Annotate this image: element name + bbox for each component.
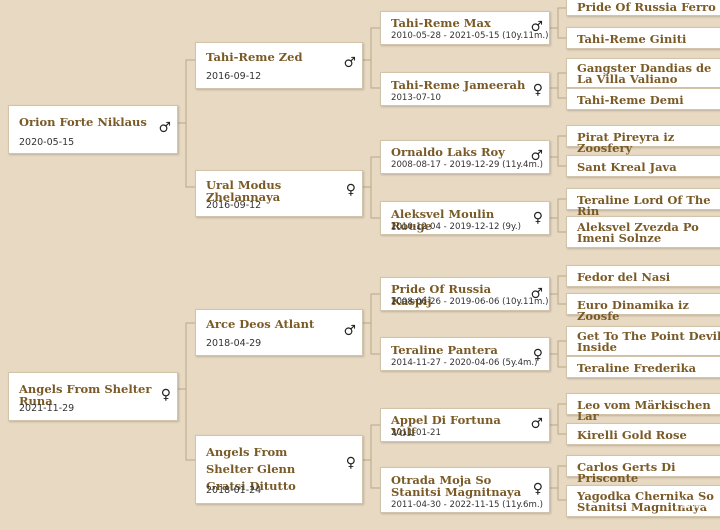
female-icon: ♀: [160, 387, 171, 403]
dog-name: Orion Forte Niklaus: [19, 115, 147, 129]
pedigree-card-ancestor[interactable]: Leo vom Märkischen Lar: [566, 393, 720, 422]
dog-dates: 2020-05-15: [19, 137, 75, 148]
pedigree-card-grandparent[interactable]: Angels From Shelter Glenn Gratsi Ditutto…: [195, 435, 363, 504]
dog-dates: 2016-09-12: [206, 71, 262, 82]
male-icon: ♂: [530, 148, 543, 164]
female-icon: ♀: [532, 347, 543, 363]
female-icon: ♀: [345, 182, 356, 198]
pedigree-card-great-grandparent[interactable]: Pride Of Russia Kaspij 2008-06-26 - 2019…: [380, 277, 550, 311]
female-icon: ♀: [532, 210, 543, 226]
dog-name: Tahi-Reme Max: [391, 16, 491, 30]
dog-dates: 2011-04-30 - 2022-11-15 (11y.6m.): [391, 500, 543, 510]
dog-name: Appel Di Fortuna Volf: [391, 413, 501, 439]
dog-name: Carlos Gerts Di Prisconte: [577, 460, 676, 485]
dog-name: Yagodka Chernika So Stanitsi Magnitnaya: [577, 489, 714, 514]
female-icon: ♀: [532, 82, 543, 98]
pedigree-card-ancestor[interactable]: Pride Of Russia Ferro: [566, 0, 720, 16]
pedigree-card-ancestor[interactable]: Euro Dinamika iz Zoosfe: [566, 293, 720, 322]
pedigree-card-ancestor[interactable]: Teraline Lord Of The Rin: [566, 188, 720, 217]
pedigree-card-ancestor[interactable]: Gangster Dandias de La Villa Valiano: [566, 58, 720, 88]
male-icon: ♂: [343, 55, 356, 71]
pedigree-card-sire[interactable]: Orion Forte Niklaus 2020-05-15 ♂: [8, 105, 178, 154]
pedigree-card-ancestor[interactable]: Pirat Pireyra iz Zoosfery: [566, 125, 720, 154]
male-icon: ♂: [530, 416, 543, 432]
watermark-logo: Avito: [674, 494, 713, 512]
dog-name: Angels From Shelter Glenn Gratsi Ditutto: [206, 445, 296, 493]
pedigree-card-ancestor[interactable]: Carlos Gerts Di Prisconte: [566, 455, 720, 484]
pedigree-card-ancestor[interactable]: Sant Kreal Java: [566, 155, 720, 177]
dog-name: Get To The Point Devil Inside: [577, 329, 720, 354]
dog-dates: 2018-01-24: [206, 485, 262, 496]
pedigree-card-dam[interactable]: Angels From Shelter Runa 2021-11-29 ♀: [8, 372, 178, 421]
dog-dates: 2018-04-29: [206, 338, 262, 349]
pedigree-card-great-grandparent[interactable]: Aleksvel Moulin Rouge 2010-12-04 - 2019-…: [380, 201, 550, 235]
pedigree-card-ancestor[interactable]: Kirelli Gold Rose: [566, 423, 720, 445]
dog-name: Euro Dinamika iz Zoosfe: [577, 298, 689, 323]
dog-name: Tahi-Reme Zed: [206, 50, 303, 64]
female-icon: ♀: [532, 481, 543, 497]
dog-dates: 2008-08-17 - 2019-12-29 (11y.4m.): [391, 160, 543, 170]
pedigree-card-ancestor[interactable]: Teraline Frederika: [566, 356, 720, 378]
dog-name: Tahi-Reme Jameerah: [391, 78, 526, 92]
dog-name: Pirat Pireyra iz Zoosfery: [577, 130, 675, 155]
male-icon: ♂: [530, 286, 543, 302]
dog-name: Arce Deos Atlant: [206, 317, 315, 331]
dog-name: Aleksvel Moulin Rouge: [391, 207, 495, 233]
pedigree-card-grandparent[interactable]: Tahi-Reme Zed 2016-09-12 ♂: [195, 42, 363, 89]
dog-dates: 2008-06-26 - 2019-06-06 (10y.11m.): [391, 297, 549, 307]
dog-name: Leo vom Märkischen Lar: [577, 398, 711, 423]
pedigree-card-ancestor[interactable]: Tahi-Reme Giniti: [566, 27, 720, 49]
pedigree-card-great-grandparent[interactable]: Appel Di Fortuna Volf 2011-01-21 ♂: [380, 408, 550, 442]
pedigree-card-ancestor[interactable]: Tahi-Reme Demi: [566, 88, 720, 110]
pedigree-card-great-grandparent[interactable]: Tahi-Reme Max 2010-05-28 - 2021-05-15 (1…: [380, 11, 550, 45]
dog-name: Ural Modus Zhelannaya: [206, 178, 282, 204]
dog-dates: 2014-11-27 - 2020-04-06 (5y.4m.): [391, 358, 538, 368]
pedigree-card-great-grandparent[interactable]: Ornaldo Laks Roy 2008-08-17 - 2019-12-29…: [380, 140, 550, 174]
female-icon: ♀: [345, 455, 356, 471]
dog-name: Teraline Frederika: [577, 361, 697, 375]
pedigree-card-ancestor[interactable]: Yagodka Chernika So Stanitsi Magnitnaya: [566, 485, 720, 517]
dog-name: Otrada Moja So Stanitsi Magnitnaya: [391, 473, 522, 499]
dog-name: Kirelli Gold Rose: [577, 428, 687, 442]
pedigree-card-great-grandparent[interactable]: Tahi-Reme Jameerah 2013-07-10 ♀: [380, 72, 550, 106]
dog-name: Pride Of Russia Kaspij: [391, 282, 492, 308]
dog-dates: 2011-01-21: [391, 428, 441, 438]
pedigree-card-grandparent[interactable]: Arce Deos Atlant 2018-04-29 ♂: [195, 309, 363, 356]
dog-name: Gangster Dandias de La Villa Valiano: [577, 61, 712, 86]
dog-name: Fedor del Nasi: [577, 270, 671, 284]
pedigree-card-ancestor[interactable]: Aleksvel Zvezda Po Imeni Solnze: [566, 216, 720, 248]
pedigree-card-grandparent[interactable]: Ural Modus Zhelannaya 2016-09-12 ♀: [195, 170, 363, 217]
pedigree-card-great-grandparent[interactable]: Teraline Pantera 2014-11-27 - 2020-04-06…: [380, 337, 550, 371]
pedigree-card-great-grandparent[interactable]: Otrada Moja So Stanitsi Magnitnaya 2011-…: [380, 467, 550, 513]
dog-dates: 2013-07-10: [391, 93, 441, 103]
dog-name: Tahi-Reme Giniti: [577, 32, 687, 46]
male-icon: ♂: [530, 19, 543, 35]
dog-dates: 2010-12-04 - 2019-12-12 (9y.): [391, 222, 521, 232]
dog-dates: 2016-09-12: [206, 200, 262, 211]
pedigree-card-ancestor[interactable]: Fedor del Nasi: [566, 265, 720, 287]
dog-name: Pride Of Russia Ferro: [577, 0, 716, 14]
dog-name: Sant Kreal Java: [577, 160, 677, 174]
male-icon: ♂: [343, 323, 356, 339]
dog-dates: 2010-05-28 - 2021-05-15 (10y.11m.): [391, 31, 549, 41]
male-icon: ♂: [158, 120, 171, 136]
dog-name: Ornaldo Laks Roy: [391, 145, 505, 159]
dog-name: Angels From Shelter Runa: [19, 382, 152, 408]
dog-name: Tahi-Reme Demi: [577, 93, 684, 107]
pedigree-card-ancestor[interactable]: Get To The Point Devil Inside: [566, 326, 720, 356]
dog-name: Aleksvel Zvezda Po Imeni Solnze: [577, 220, 699, 245]
dog-name: Teraline Pantera: [391, 343, 498, 357]
dog-name: Teraline Lord Of The Rin: [577, 193, 711, 218]
dog-dates: 2021-11-29: [19, 403, 75, 414]
